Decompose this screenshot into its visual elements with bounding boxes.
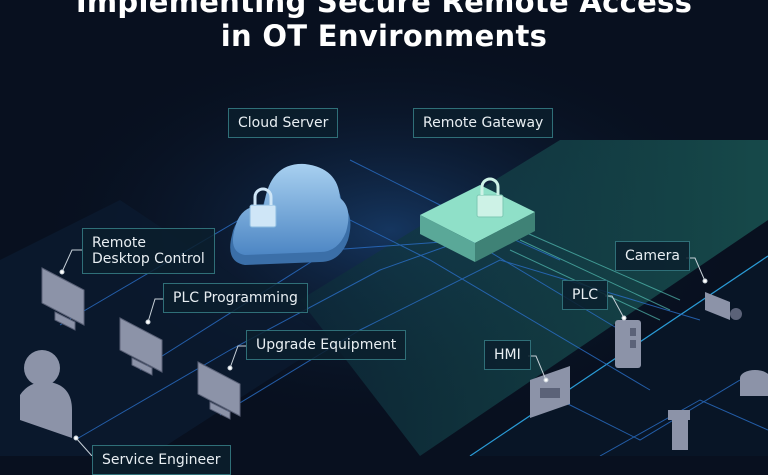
label-remote-gateway: Remote Gateway	[413, 108, 554, 138]
service-engineer-icon	[20, 350, 72, 438]
title-line-2: in OT Environments	[220, 19, 548, 53]
label-upgrade-equipment: Upgrade Equipment	[246, 330, 407, 360]
title-line-1: Implementing Secure Remote Access	[75, 0, 693, 19]
plc-device-icon	[615, 320, 641, 368]
remote-gateway-icon	[420, 177, 535, 262]
hmi-device-icon	[530, 366, 570, 418]
label-hmi: HMI	[484, 340, 531, 370]
camera-icon	[705, 292, 742, 320]
cloud-server-icon	[230, 163, 351, 265]
label-cloud-server: Cloud Server	[228, 108, 339, 138]
label-plc: PLC	[562, 280, 609, 310]
label-camera: Camera	[615, 241, 690, 271]
monitor-icon	[41, 267, 241, 420]
network-illustration	[0, 30, 768, 456]
sensor-icon	[740, 370, 768, 396]
lock-icon	[476, 194, 504, 218]
label-service-engineer: Service Engineer	[92, 445, 231, 475]
lock-icon	[249, 204, 277, 228]
label-plc-programming: PLC Programming	[163, 283, 308, 313]
label-remote-desktop-control: Remote Desktop Control	[82, 228, 215, 274]
robot-arm-icon	[668, 410, 690, 450]
ot-floor-plane	[300, 140, 768, 456]
